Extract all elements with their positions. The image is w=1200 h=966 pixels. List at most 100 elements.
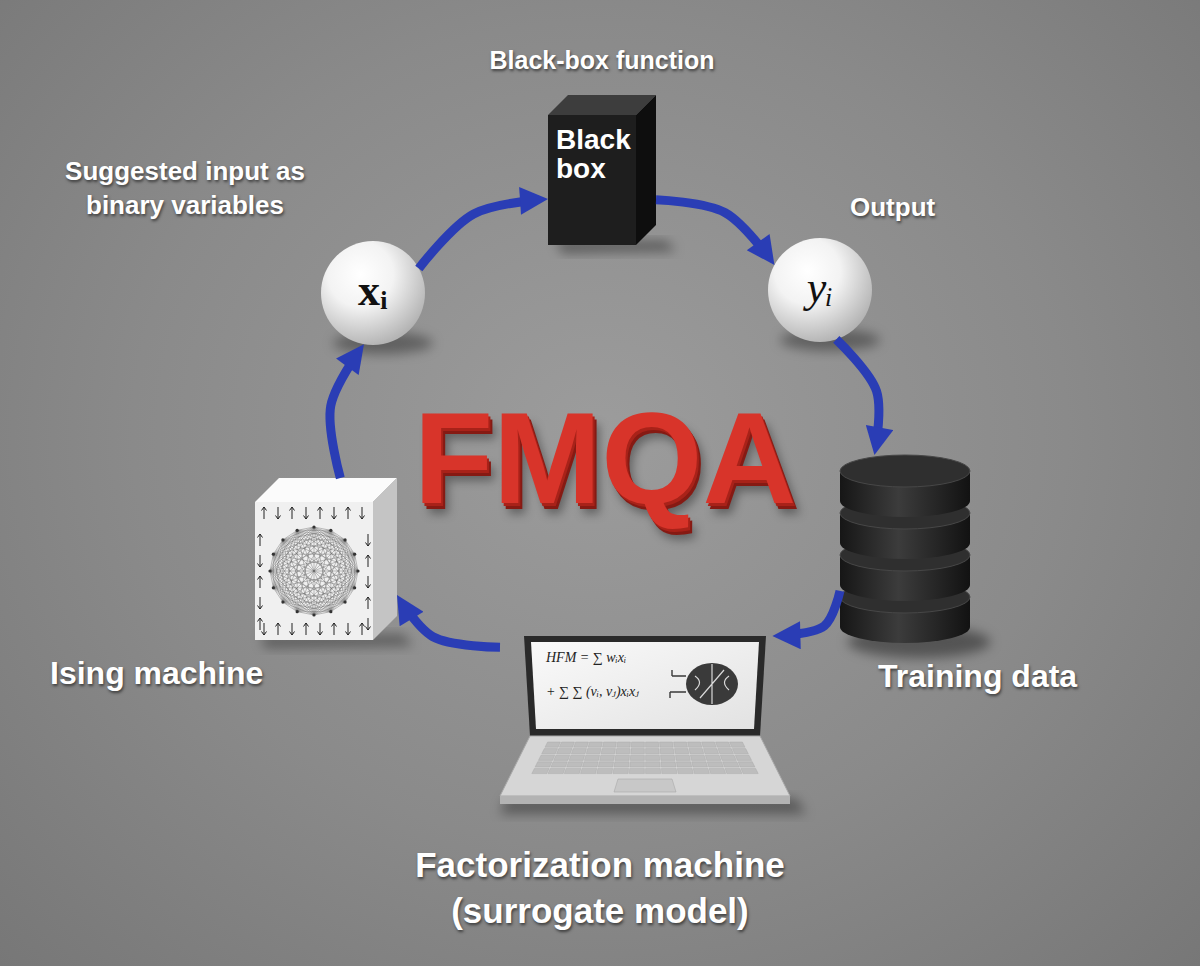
network-link	[331, 530, 345, 540]
network-spin	[329, 529, 332, 532]
keyboard-key	[732, 749, 748, 754]
network-link	[345, 540, 355, 588]
keyboard-key	[614, 762, 629, 767]
spin-arrow	[258, 555, 263, 567]
keyboard-key	[630, 762, 645, 767]
brain-icon	[670, 663, 738, 705]
keyboard-key	[725, 768, 742, 773]
keyboard-key	[588, 742, 602, 747]
node-heading: Ising machine	[50, 654, 370, 692]
keyboard-key	[630, 755, 644, 760]
input-sphere: Suggested input as binary variablesxᵢ	[321, 241, 425, 345]
ising-machine-cube: Ising machine	[255, 478, 397, 640]
network-link	[354, 554, 355, 588]
sphere-body	[768, 238, 872, 342]
network-link	[273, 530, 330, 554]
keyboard-key	[542, 749, 558, 754]
node-heading: Factorization machine (surrogate model)	[340, 842, 860, 933]
network-link	[283, 527, 314, 540]
spin-arrow	[258, 576, 263, 588]
network-link	[270, 540, 345, 571]
network-link	[273, 554, 354, 588]
keyboard-key	[597, 768, 613, 773]
network-spin	[353, 586, 356, 589]
network-link	[273, 554, 354, 555]
spin-arrow	[262, 507, 267, 519]
keyboard-key	[646, 762, 661, 767]
network-link	[273, 554, 283, 602]
keyboard-key	[548, 768, 565, 773]
laptop-surrogate: Factorization machine (surrogate model)	[500, 636, 790, 806]
keyboard-key	[716, 742, 731, 747]
spin-arrow	[290, 507, 295, 519]
node-heading: Black-box function	[452, 45, 752, 75]
keyboard-key	[688, 742, 702, 747]
network-link	[297, 530, 354, 554]
network-spin	[312, 613, 315, 616]
cube-side	[373, 478, 397, 640]
keyboard-key	[538, 755, 554, 760]
network-link	[270, 554, 355, 571]
keyboard-key	[602, 742, 616, 747]
node-heading: Output	[850, 192, 1000, 223]
network-spin	[344, 601, 347, 604]
keyboard-key	[601, 749, 615, 754]
keyboard-key	[557, 749, 573, 754]
formula-line: + ∑ ∑ (vᵢ, vⱼ)xᵢxⱼ	[546, 684, 716, 701]
keyboard-key	[738, 762, 755, 767]
spin-arrow	[332, 623, 337, 635]
cycle-arrow	[419, 199, 548, 268]
network-link	[270, 530, 297, 571]
network-link	[345, 540, 355, 554]
network-spin	[296, 529, 299, 532]
keyboard-key	[598, 762, 613, 767]
node-outline	[840, 455, 970, 640]
keyboard-key	[674, 742, 688, 747]
network-link	[273, 540, 345, 554]
network-spin	[296, 610, 299, 613]
spin-arrow	[304, 507, 309, 519]
keyboard-key	[545, 742, 560, 747]
keyboard-key	[718, 749, 734, 754]
network-link	[270, 571, 273, 588]
keyboard-key	[646, 768, 661, 773]
network-link	[273, 530, 297, 554]
brain-fold	[695, 664, 729, 704]
disc-top	[840, 455, 970, 487]
network-spin	[281, 601, 284, 604]
keyboard-key	[571, 749, 586, 754]
keyboard-key	[692, 762, 708, 767]
spin-arrow	[318, 623, 323, 635]
network-link	[314, 527, 345, 540]
network-spin	[344, 538, 347, 541]
keyboard-key	[600, 755, 615, 760]
formula-line: HFM = ∑ wᵢxᵢ	[546, 650, 696, 667]
network-link	[282, 540, 283, 602]
network-link	[273, 588, 314, 615]
keyboard-key	[723, 762, 739, 767]
network-spin	[329, 610, 332, 613]
network-link	[345, 540, 346, 602]
spin-arrow	[366, 555, 371, 567]
keyboard-key	[675, 749, 689, 754]
keyboard-key	[631, 742, 644, 747]
laptop-edge	[500, 796, 790, 804]
keyboard-key	[569, 755, 585, 760]
keyboard-key	[554, 755, 570, 760]
network-spin	[353, 553, 356, 556]
spin-arrow	[346, 507, 351, 519]
network-link	[314, 527, 355, 554]
cube-front	[548, 115, 636, 245]
spin-arrow	[360, 507, 365, 519]
keyboard-key	[720, 755, 736, 760]
spin-arrow	[366, 618, 371, 630]
keyboard-key	[702, 742, 717, 747]
keyboard-key	[617, 742, 631, 747]
screen-bezel	[524, 636, 766, 736]
network-link	[283, 539, 345, 540]
keyboard-key	[661, 762, 676, 767]
spin-arrow	[258, 534, 263, 546]
node-outline	[500, 636, 790, 806]
